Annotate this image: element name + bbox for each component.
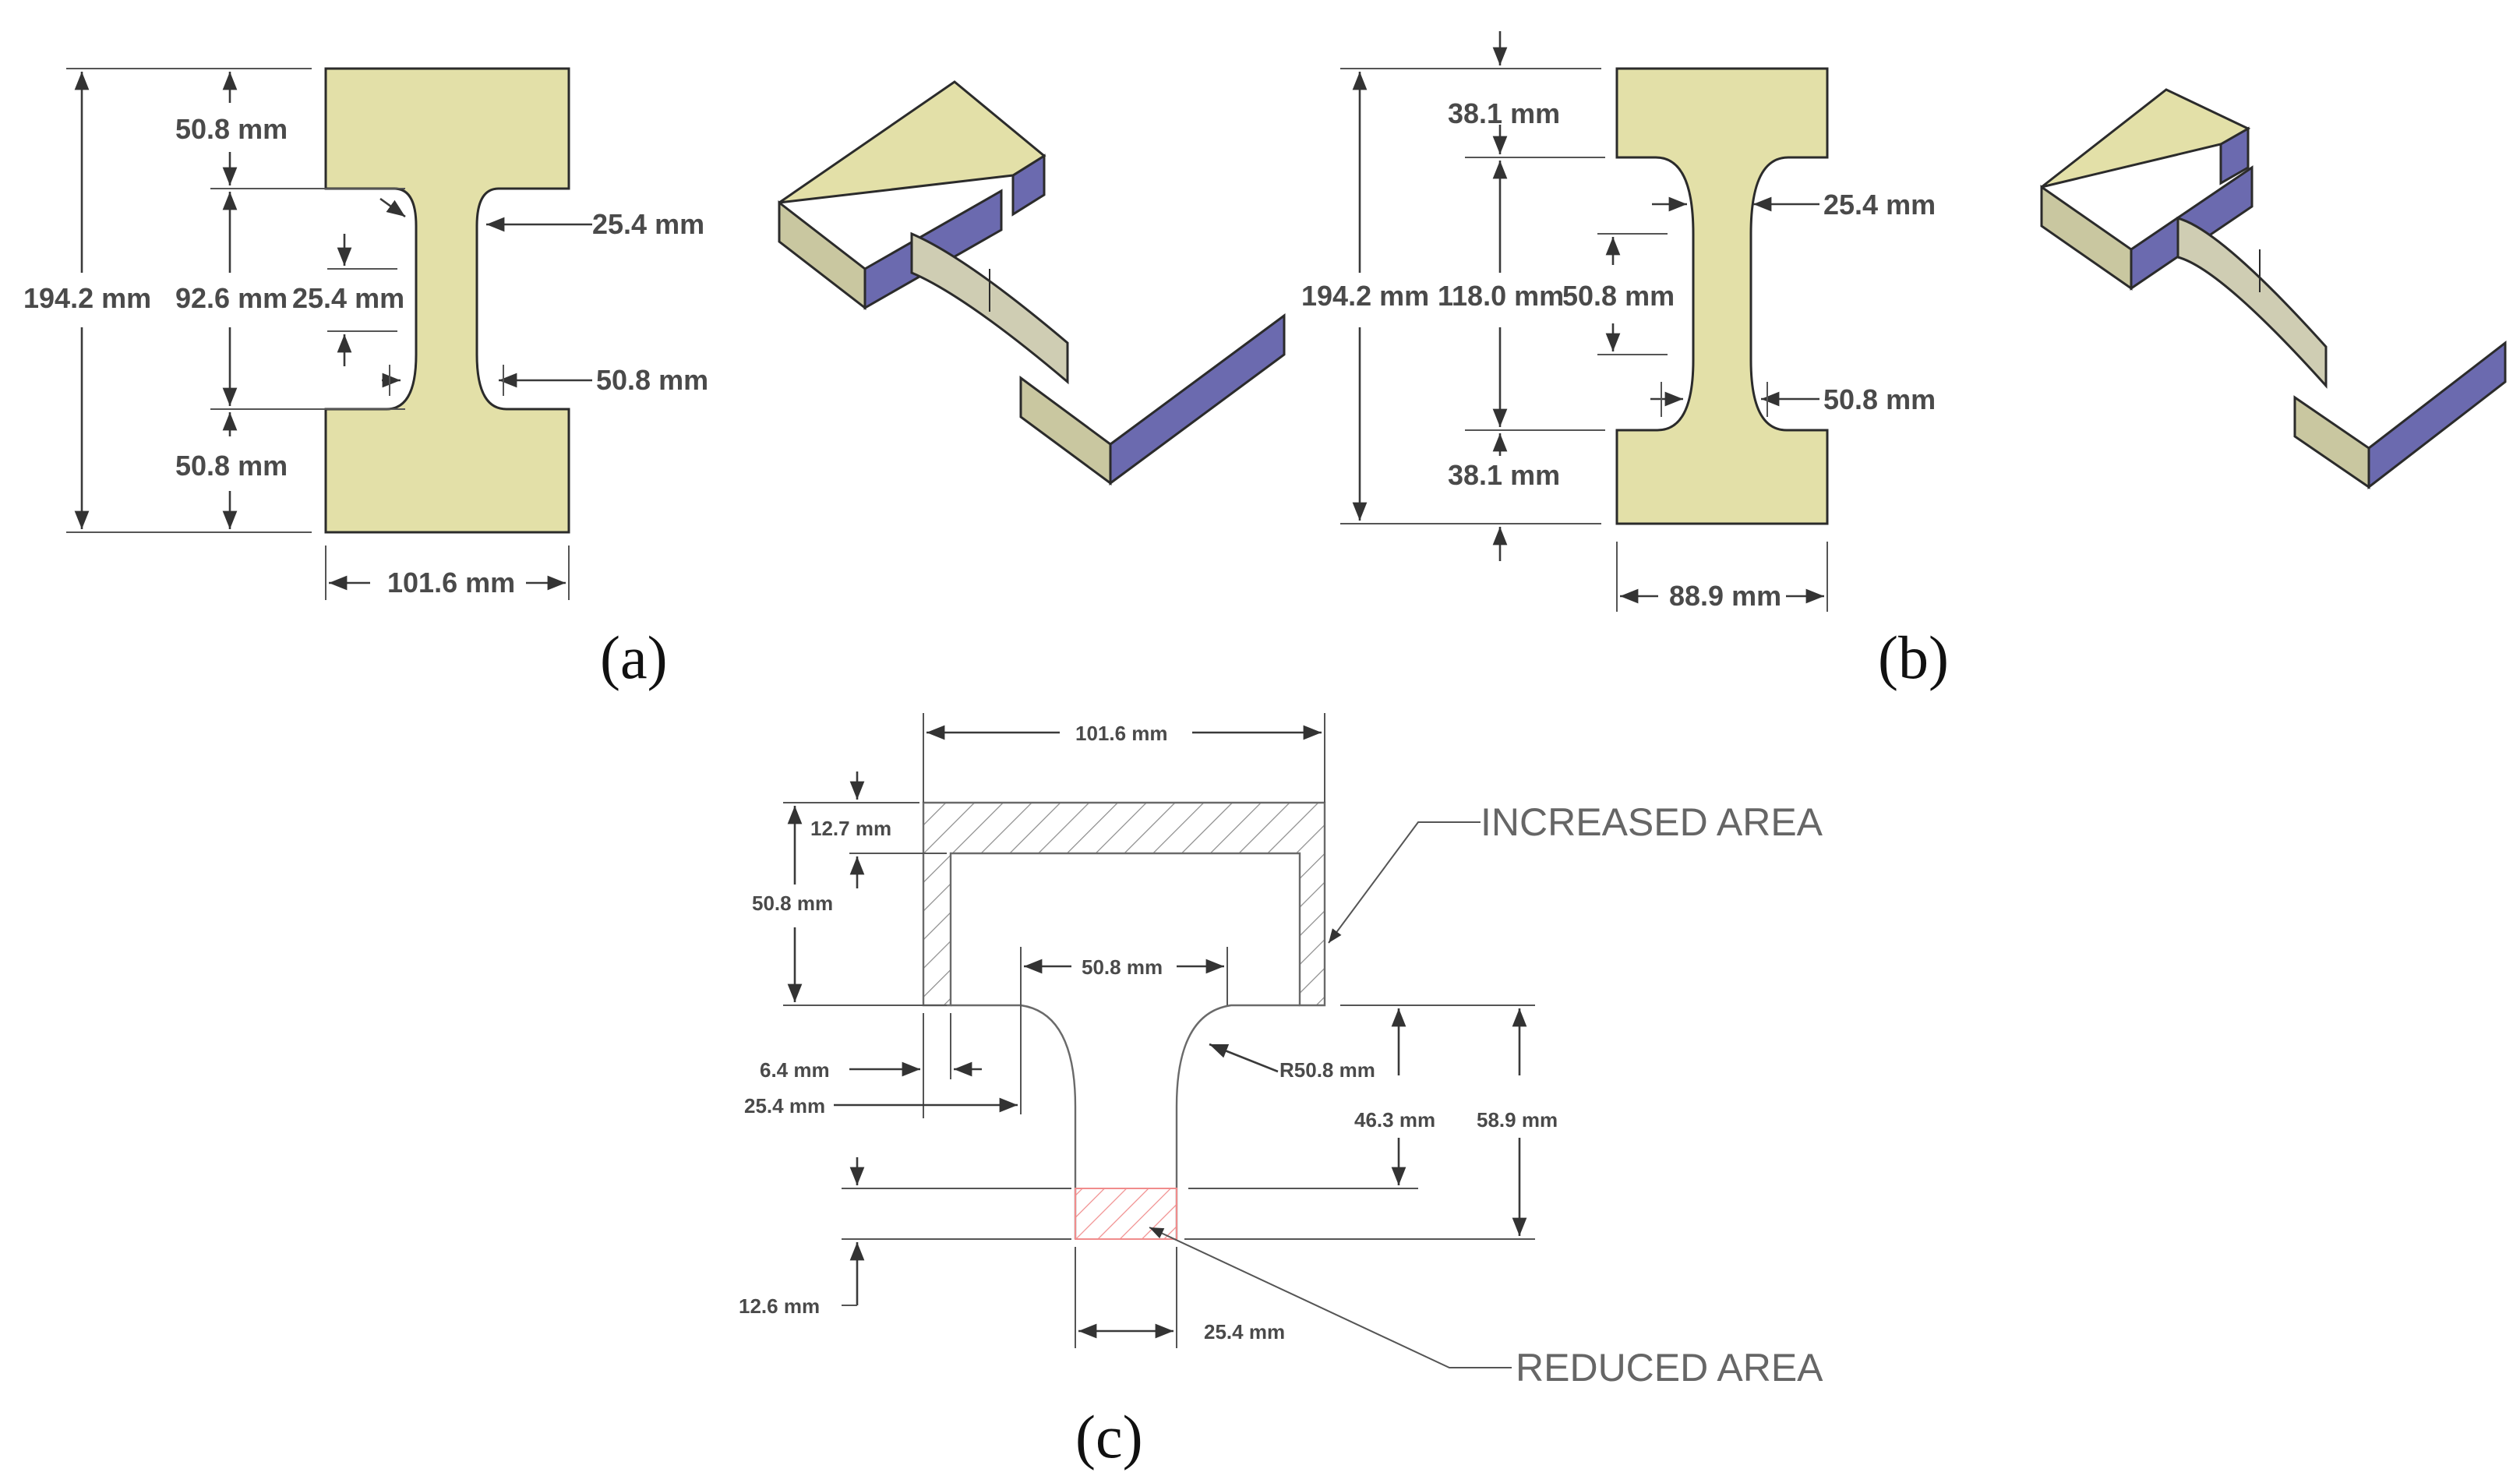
b-bottom-tab-height: 38.1 mm [1448, 459, 1560, 491]
caption-b: (b) [1878, 623, 1949, 691]
c-inner-width: 50.8 mm [1082, 955, 1163, 979]
iso-view-a [778, 80, 1286, 486]
c-wall-thickness: 12.7 mm [810, 817, 891, 840]
label-reduced-area: REDUCED AREA [1516, 1346, 1823, 1389]
c-neck-width: 25.4 mm [1204, 1320, 1285, 1344]
a-bottom-tab-height: 50.8 mm [175, 450, 288, 482]
b-gauge-length: 118.0 mm [1438, 280, 1564, 312]
b-neck-width: 50.8 mm [1562, 280, 1675, 312]
a-overall-width: 101.6 mm [387, 567, 515, 598]
a-overall-height: 194.2 mm [23, 282, 151, 314]
specimen-c-outline [951, 1004, 1300, 1239]
c-top-width: 101.6 mm [1075, 722, 1168, 745]
c-head-height: 50.8 mm [752, 892, 833, 915]
a-fillet-top: 25.4 mm [592, 208, 704, 240]
c-taper-height: 46.3 mm [1354, 1108, 1435, 1132]
a-top-tab-height: 50.8 mm [175, 113, 288, 145]
caption-a: (a) [600, 623, 668, 691]
c-reduced-height: 12.6 mm [739, 1294, 820, 1318]
b-overall-width: 88.9 mm [1669, 580, 1781, 612]
specimen-a-outline [324, 67, 570, 534]
a-neck-width: 25.4 mm [292, 282, 404, 314]
reduced-area-hatch [1075, 1188, 1177, 1240]
b-fillet-top: 25.4 mm [1823, 189, 1936, 221]
iso-view-b [2040, 88, 2507, 490]
b-overall-height: 194.2 mm [1301, 280, 1429, 312]
b-top-tab-height: 38.1 mm [1448, 97, 1560, 129]
caption-c: (c) [1075, 1403, 1143, 1471]
b-fillet-bottom: 50.8 mm [1823, 383, 1936, 415]
panel-c: 101.6 mm 12.7 mm 50.8 mm 50.8 mm 6.4 mm … [739, 713, 1823, 1471]
panel-b: 194.2 mm 38.1 mm 118.0 mm 50.8 mm 38.1 m… [1301, 31, 1949, 691]
label-increased-area: INCREASED AREA [1481, 800, 1823, 844]
a-gauge-length: 92.6 mm [175, 282, 288, 314]
c-total-height: 58.9 mm [1477, 1108, 1558, 1132]
c-offset-small: 6.4 mm [760, 1058, 830, 1082]
specimen-b-outline [1615, 67, 1829, 525]
panel-a: 194.2 mm 50.8 mm 92.6 mm 50.8 mm 25.4 mm… [23, 67, 708, 691]
a-fillet-bottom: 50.8 mm [596, 364, 708, 396]
c-offset-large: 25.4 mm [744, 1094, 825, 1118]
c-radius: R50.8 mm [1279, 1058, 1375, 1082]
